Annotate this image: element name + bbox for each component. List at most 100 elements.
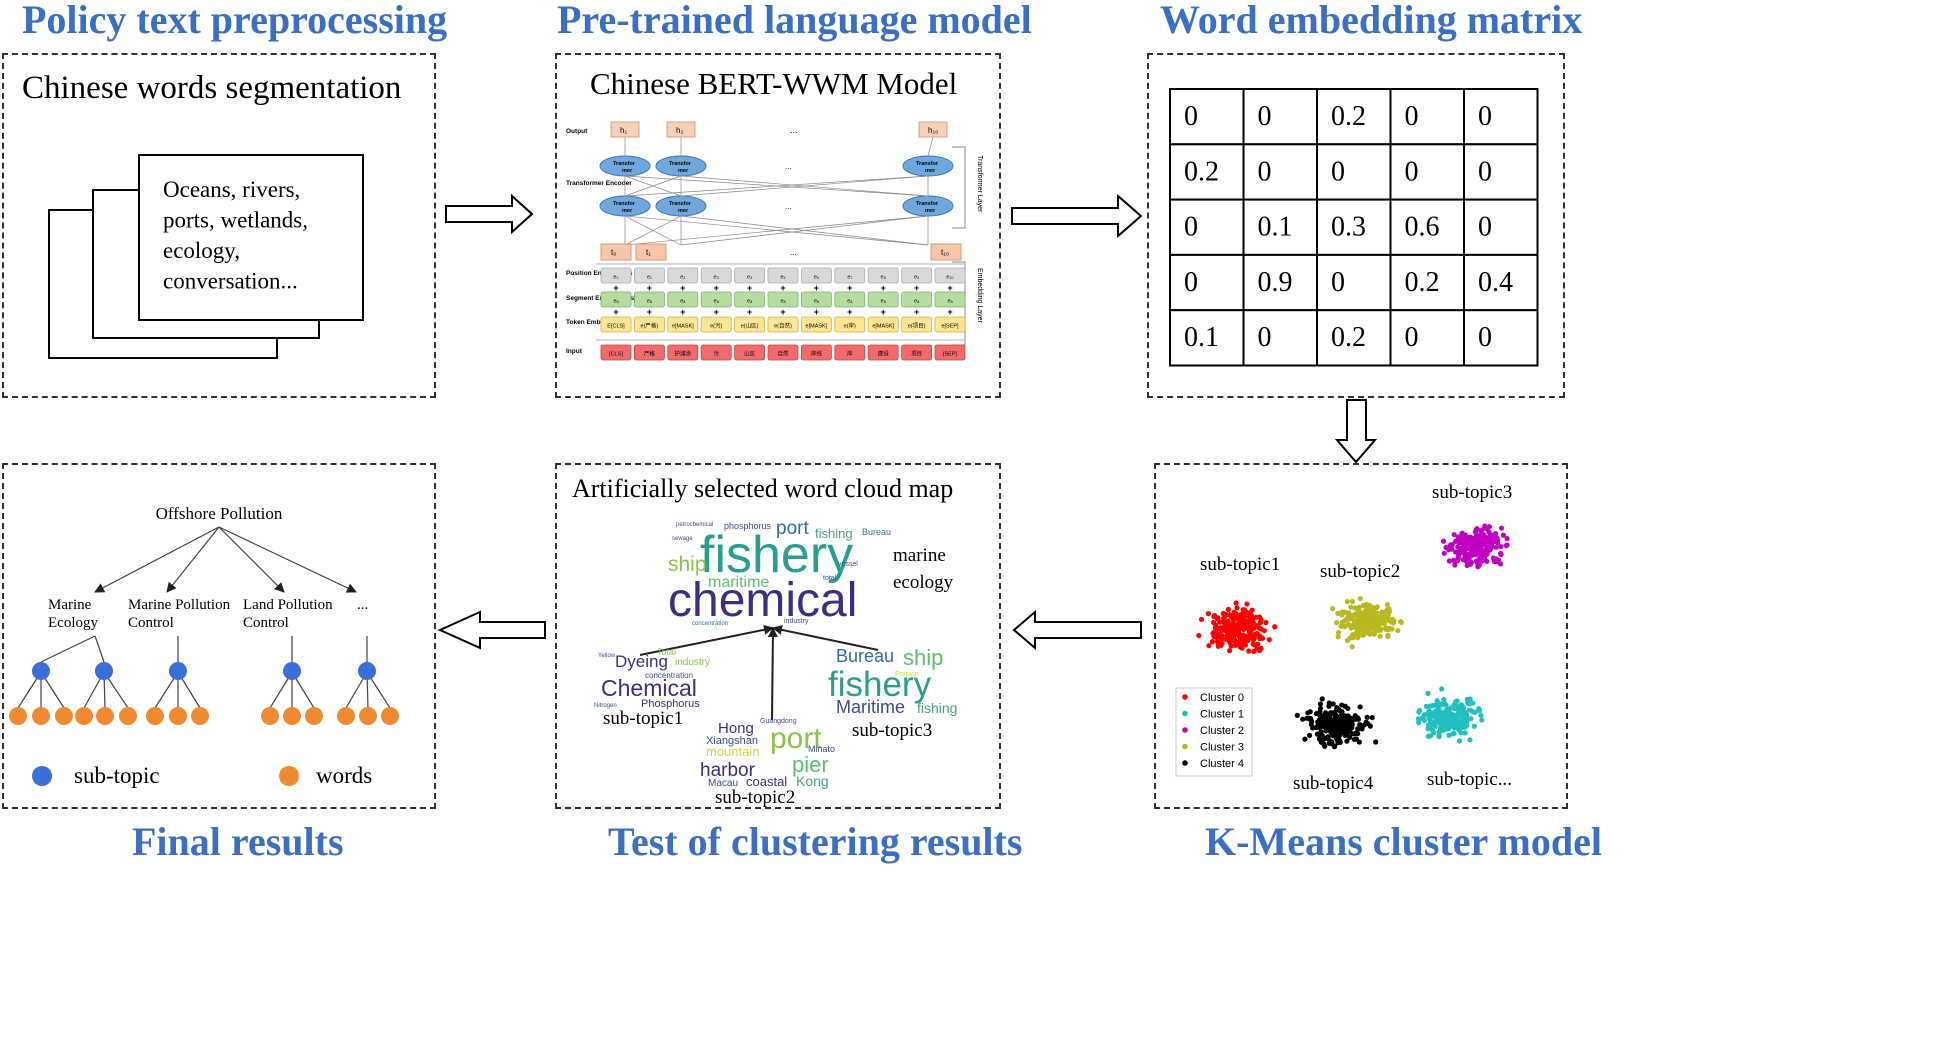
cluster-point xyxy=(1443,544,1449,550)
cluster-label: sub-topic1 xyxy=(1200,554,1280,575)
cluster-point xyxy=(1245,637,1251,644)
cluster-point xyxy=(1317,705,1324,712)
cluster-point xyxy=(1330,732,1336,738)
cluster-point xyxy=(1439,713,1445,720)
legend-label: Cluster 4 xyxy=(1200,758,1244,770)
flow-arrows xyxy=(437,193,1378,651)
title-test: Test of clustering results xyxy=(608,819,1023,864)
cluster-point xyxy=(1464,546,1470,552)
wordcloud-subtitle: Artificially selected word cloud map xyxy=(572,474,954,503)
word-node xyxy=(146,707,164,725)
cluster-point xyxy=(1335,610,1341,616)
matrix-value: 0 xyxy=(1405,322,1419,353)
embedding-cell-input xyxy=(600,344,632,361)
cluster-point xyxy=(1198,616,1205,623)
cluster-point xyxy=(1415,716,1421,722)
cluster-point xyxy=(1468,535,1474,542)
bert-row-label: Input xyxy=(566,348,583,355)
cloud-word-sub1: Nitrogen xyxy=(594,703,617,709)
embedding-cell-label: 项目 xyxy=(911,351,922,358)
cloud-word-sub2: Xiangshan xyxy=(706,735,758,747)
cluster-point xyxy=(1446,558,1452,564)
cloud-arrow xyxy=(639,624,774,656)
cloud-word-sub2: pier xyxy=(792,752,829,777)
cluster-point xyxy=(1326,700,1332,706)
matrix-value: 0.2 xyxy=(1331,322,1366,353)
cluster-point xyxy=(1500,532,1507,538)
cluster-point xyxy=(1211,634,1217,640)
legend-label: Cluster 0 xyxy=(1200,692,1244,704)
embedding-cell-input xyxy=(867,344,899,361)
embedding-cell-label: 岸 xyxy=(847,351,853,358)
plus-sign: + xyxy=(613,283,618,293)
cluster-point xyxy=(1369,715,1375,721)
arrow-down xyxy=(1334,399,1378,464)
cluster-point xyxy=(1486,540,1492,546)
t-label: t₁₀ xyxy=(941,248,949,257)
cluster-point xyxy=(1474,559,1480,565)
cluster-point xyxy=(1369,613,1375,620)
cluster-point xyxy=(1235,630,1241,636)
cluster-point xyxy=(1471,723,1477,729)
cluster-point xyxy=(1462,730,1468,736)
cluster-point xyxy=(1316,711,1322,718)
tree-edge xyxy=(94,526,220,593)
embedding-cell-label: e(山区) xyxy=(741,322,759,330)
cluster-point xyxy=(1227,612,1233,618)
plus-sign: + xyxy=(881,283,886,293)
matrix-value: 0 xyxy=(1184,101,1198,132)
embedding-cell-label: e₈ xyxy=(881,275,886,281)
cluster-point xyxy=(1216,625,1223,632)
transformer-node-label: Transfor xyxy=(669,201,692,207)
title-final: Final results xyxy=(132,819,344,864)
matrix-cell xyxy=(1463,88,1539,146)
embedding-cell-token xyxy=(734,316,765,333)
cluster-point xyxy=(1490,534,1496,540)
plus-sign: + xyxy=(714,283,719,293)
embedding-cell-position xyxy=(600,267,632,284)
cluster-label: sub-topic2 xyxy=(1320,561,1400,582)
cluster-point xyxy=(1451,704,1457,710)
cluster-point xyxy=(1206,643,1212,649)
cluster-point xyxy=(1251,648,1257,655)
cluster-point xyxy=(1221,617,1227,623)
cloud-arrow xyxy=(772,624,879,651)
word-node xyxy=(32,707,50,725)
matrix-value: 0.2 xyxy=(1405,267,1440,298)
cluster-point xyxy=(1481,541,1487,547)
arrow-right-1 xyxy=(445,193,534,235)
cloud-word: concentration xyxy=(692,621,728,627)
plus-sign: + xyxy=(747,283,752,293)
legend-label: Cluster 2 xyxy=(1200,725,1244,737)
cluster-point xyxy=(1356,739,1362,745)
cloud-word-sub2: Minato xyxy=(808,744,835,754)
embedding-cell-position xyxy=(901,267,932,284)
cluster-point xyxy=(1491,558,1497,565)
embedding-cell-label: e₅ xyxy=(780,275,785,281)
embedding-cell-label: eₐ xyxy=(780,299,786,305)
cloud-word-sub1: Total xyxy=(657,647,676,657)
cluster-point xyxy=(1233,600,1239,606)
embedding-cell-label: e(严格) xyxy=(641,322,659,330)
plus-sign: + xyxy=(814,283,819,293)
cluster-point xyxy=(1320,723,1327,729)
bert-connection xyxy=(680,175,929,197)
cluster-point xyxy=(1300,716,1306,722)
cluster-point xyxy=(1196,632,1202,639)
bert-connection xyxy=(624,175,929,197)
cluster-point xyxy=(1475,564,1481,570)
arrow-right-2 xyxy=(1011,193,1143,239)
cluster-point xyxy=(1225,633,1231,639)
cluster-point xyxy=(1390,620,1396,626)
embedding-cell-label: e₉ xyxy=(914,275,919,281)
embedding-cell-label: [SEP] xyxy=(943,352,958,358)
matrix-cell xyxy=(1316,143,1392,201)
cluster-point xyxy=(1341,609,1347,615)
embedding-cell-position xyxy=(634,267,665,284)
legend-marker xyxy=(1182,743,1188,750)
tree-edge xyxy=(218,526,285,593)
bert-connection xyxy=(680,215,929,246)
cluster-point xyxy=(1244,633,1250,639)
subtopic-node xyxy=(358,662,376,680)
